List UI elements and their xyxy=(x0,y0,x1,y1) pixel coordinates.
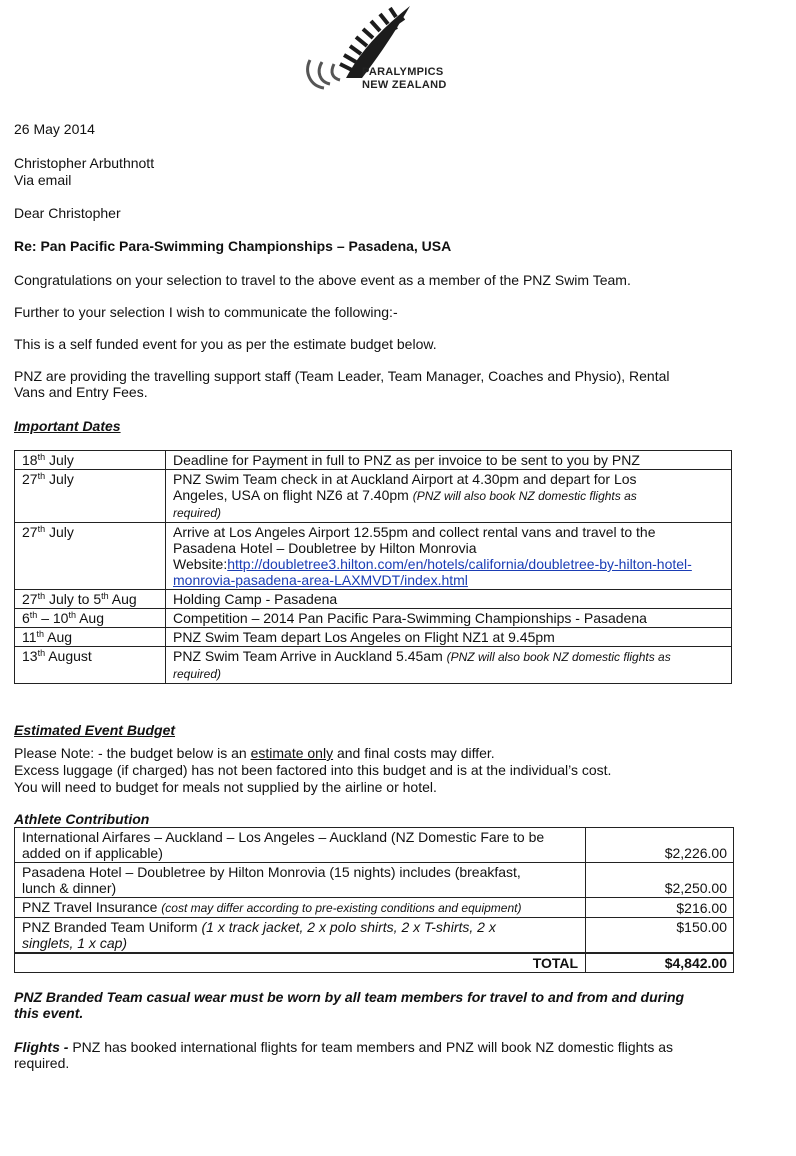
subject-line: Re: Pan Pacific Para-Swimming Championsh… xyxy=(14,238,452,254)
item-amount: $2,250.00 xyxy=(585,862,734,898)
item-amount: $150.00 xyxy=(585,917,734,954)
item-description: Pasadena Hotel – Doubletree by Hilton Mo… xyxy=(13,862,587,898)
flights-line1: Flights - PNZ has booked international f… xyxy=(14,1039,674,1055)
event-cell: Deadline for Payment in full to PNZ as p… xyxy=(165,450,732,470)
recipient-name: Christopher Arbuthnott xyxy=(14,155,155,171)
table-row: Pasadena Hotel – Doubletree by Hilton Mo… xyxy=(13,862,734,898)
date-cell: 11th Aug xyxy=(14,627,166,647)
table-row: 13th August PNZ Swim Team Arrive in Auck… xyxy=(14,646,732,684)
flights-line2: required. xyxy=(14,1055,70,1071)
table-row: PNZ Branded Team Uniform (1 x track jack… xyxy=(13,917,734,954)
letter-date: 26 May 2014 xyxy=(14,121,95,137)
hotel-website-link[interactable]: http://doubletree3.hilton.com/en/hotels/… xyxy=(173,556,692,588)
budget-heading: Estimated Event Budget xyxy=(14,722,176,738)
table-row: 11th Aug PNZ Swim Team depart Los Angele… xyxy=(14,627,732,647)
fern-logo-icon xyxy=(306,6,410,90)
budget-note-line3: You will need to budget for meals not su… xyxy=(14,779,437,795)
important-dates-table: 18th July Deadline for Payment in full t… xyxy=(14,450,732,684)
total-label: TOTAL xyxy=(13,952,587,973)
table-row: 27th July Arrive at Los Angeles Airport … xyxy=(14,522,732,590)
item-description: PNZ Branded Team Uniform (1 x track jack… xyxy=(13,917,587,954)
date-cell: 27th July xyxy=(14,522,166,590)
date-cell: 13th August xyxy=(14,646,166,684)
event-cell: Competition – 2014 Pan Pacific Para-Swim… xyxy=(165,608,732,628)
table-row: International Airfares – Auckland – Los … xyxy=(13,827,734,863)
paragraph-self-funded: This is a self funded event for you as p… xyxy=(14,336,437,352)
budget-note-line1: Please Note: - the budget below is an es… xyxy=(14,745,495,761)
logo-text-line2: NEW ZEALAND xyxy=(362,79,447,91)
logo-text-line1: PARALYMPICS xyxy=(362,66,444,78)
total-amount: $4,842.00 xyxy=(585,952,734,973)
event-cell: PNZ Swim Team Arrive in Auckland 5.45am … xyxy=(165,646,732,684)
total-row: TOTAL $4,842.00 xyxy=(13,952,734,973)
budget-note-line2: Excess luggage (if charged) has not been… xyxy=(14,762,612,778)
item-amount: $216.00 xyxy=(585,897,734,918)
item-description: International Airfares – Auckland – Los … xyxy=(13,827,587,863)
table-row: 27th July to 5th Aug Holding Camp - Pasa… xyxy=(14,589,732,609)
athlete-contribution-table: International Airfares – Auckland – Los … xyxy=(13,827,734,973)
salutation: Dear Christopher xyxy=(14,205,121,221)
paragraph-congratulations: Congratulations on your selection to tra… xyxy=(14,272,631,288)
table-row: PNZ Travel Insurance (cost may differ ac… xyxy=(13,897,734,918)
date-cell: 27th July xyxy=(14,469,166,523)
date-cell: 18th July xyxy=(14,450,166,470)
recipient-via: Via email xyxy=(14,172,72,188)
table-row: 27th July PNZ Swim Team check in at Auck… xyxy=(14,469,732,523)
athlete-contribution-heading: Athlete Contribution xyxy=(14,811,150,827)
item-amount: $2,226.00 xyxy=(585,827,734,863)
important-dates-heading: Important Dates xyxy=(14,418,121,434)
event-cell: Holding Camp - Pasadena xyxy=(165,589,732,609)
paragraph-further: Further to your selection I wish to comm… xyxy=(14,304,398,320)
casual-wear-line1: PNZ Branded Team casual wear must be wor… xyxy=(14,989,685,1005)
casual-wear-line2: this event. xyxy=(14,1005,84,1021)
paragraph-support-line2: Vans and Entry Fees. xyxy=(14,384,148,400)
paragraph-support-line1: PNZ are providing the travelling support… xyxy=(14,368,670,384)
event-cell: PNZ Swim Team check in at Auckland Airpo… xyxy=(165,469,732,523)
date-cell: 27th July to 5th Aug xyxy=(14,589,166,609)
event-cell: Arrive at Los Angeles Airport 12.55pm an… xyxy=(165,522,732,590)
item-description: PNZ Travel Insurance (cost may differ ac… xyxy=(13,897,587,918)
table-row: 18th July Deadline for Payment in full t… xyxy=(14,450,732,470)
date-cell: 6th – 10th Aug xyxy=(14,608,166,628)
event-cell: PNZ Swim Team depart Los Angeles on Flig… xyxy=(165,627,732,647)
table-row: 6th – 10th Aug Competition – 2014 Pan Pa… xyxy=(14,608,732,628)
